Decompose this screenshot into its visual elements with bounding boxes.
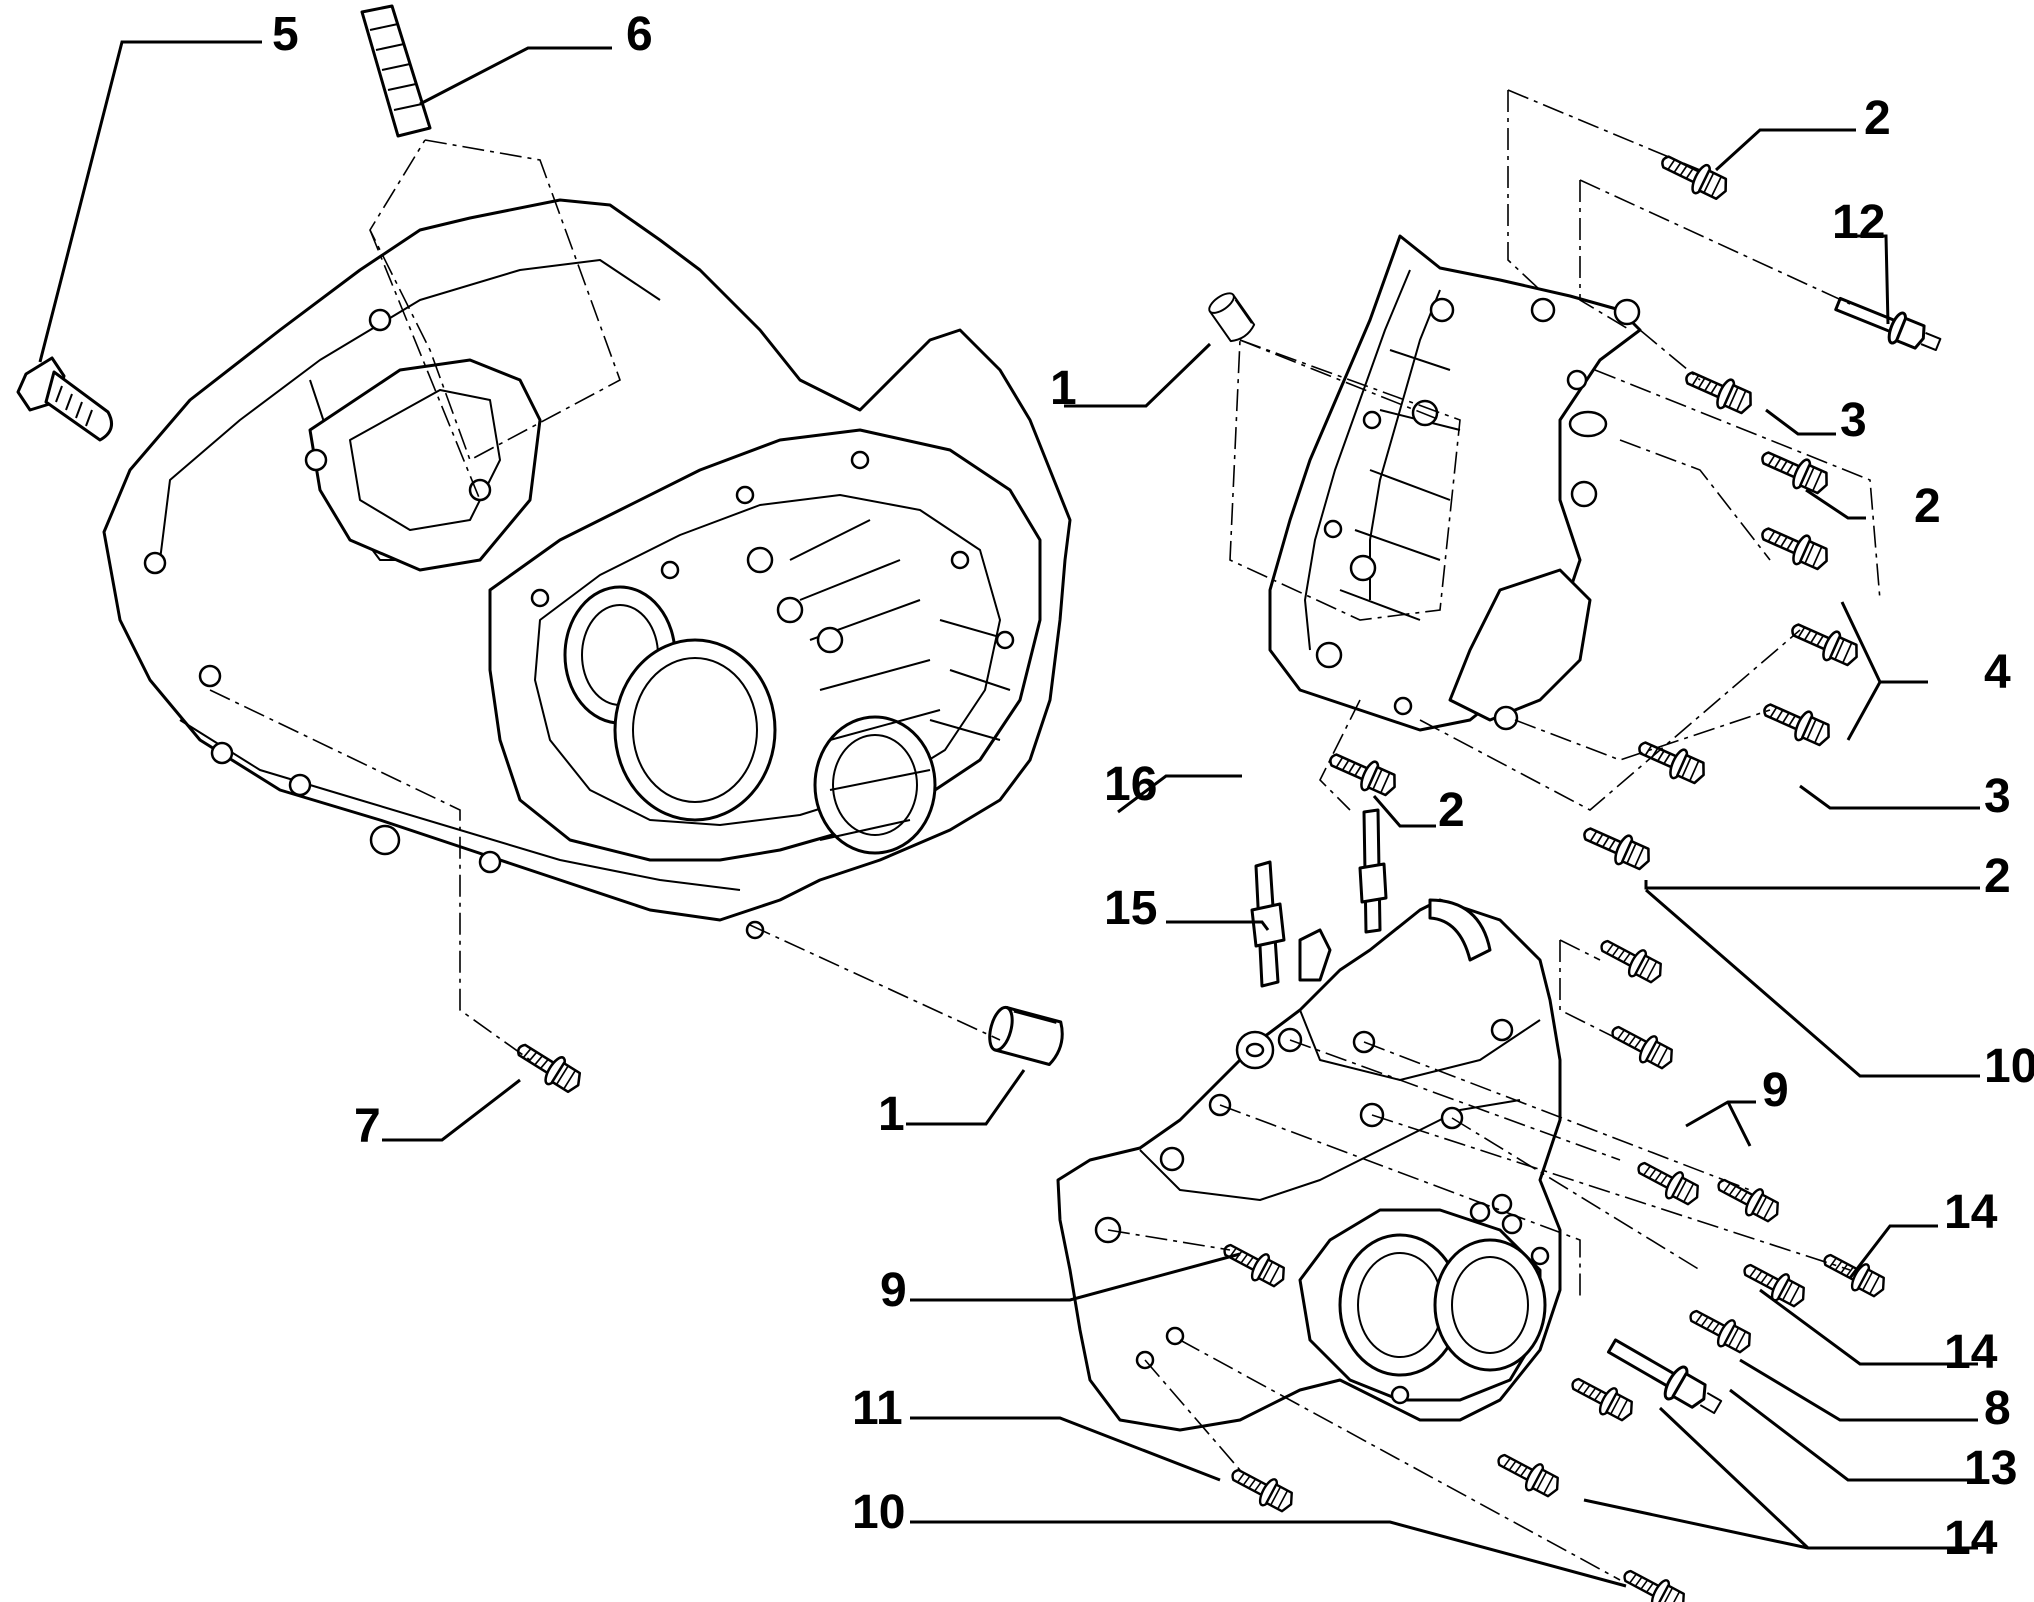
callout-14-upper: 14: [1944, 1186, 1998, 1239]
assembly-lines: [209, 89, 1881, 1581]
callout-1-upper: 1: [1050, 362, 1077, 415]
callout-8: 8: [1984, 1382, 2011, 1435]
callout-2-top: 2: [1864, 92, 1891, 145]
rear-cover: [1268, 234, 1642, 732]
callout-16: 16: [1104, 758, 1157, 811]
stud-6: [360, 4, 432, 138]
stud-15: [1250, 860, 1286, 988]
bolt-13: [1607, 1338, 1723, 1415]
gearbox-case: [1056, 898, 1562, 1432]
callout-11: 11: [852, 1382, 903, 1435]
bolt-7: [509, 1033, 588, 1100]
callout-12: 12: [1832, 196, 1885, 249]
clutch-housing: [102, 198, 1072, 940]
bolt-5: [16, 356, 114, 442]
callout-14-mid: 14: [1944, 1326, 1998, 1379]
callout-5: 5: [272, 8, 299, 61]
callout-2-right: 2: [1984, 850, 2011, 903]
callout-3-lower: 3: [1984, 770, 2011, 823]
dowel-1-lower: [984, 1003, 1069, 1068]
callout-10-lower: 10: [852, 1486, 905, 1539]
callout-3-upper: 3: [1840, 394, 1867, 447]
dowel-1-upper: [1205, 288, 1258, 346]
callout-9-right: 9: [1762, 1064, 1789, 1117]
callout-13: 13: [1964, 1442, 2017, 1495]
callout-9-left: 9: [880, 1264, 907, 1317]
callout-2-mid: 2: [1914, 480, 1941, 533]
callout-4: 4: [1984, 646, 2011, 699]
callout-15: 15: [1104, 882, 1157, 935]
callout-7: 7: [354, 1100, 381, 1153]
callout-6: 6: [626, 8, 653, 61]
callout-10-upper: 10: [1984, 1040, 2034, 1093]
callout-2-left: 2: [1438, 784, 1465, 837]
callout-1-lower: 1: [878, 1088, 905, 1141]
bolt-12: [1834, 296, 1942, 352]
stud-16: [1358, 808, 1388, 934]
callout-14-lower: 14: [1944, 1512, 1998, 1565]
callout-labels: 5 6 1 1 7 2 12 3 2 4 3 2 2 16 15 10 9 14…: [272, 8, 2034, 1565]
leader-lines: [38, 40, 1980, 1588]
